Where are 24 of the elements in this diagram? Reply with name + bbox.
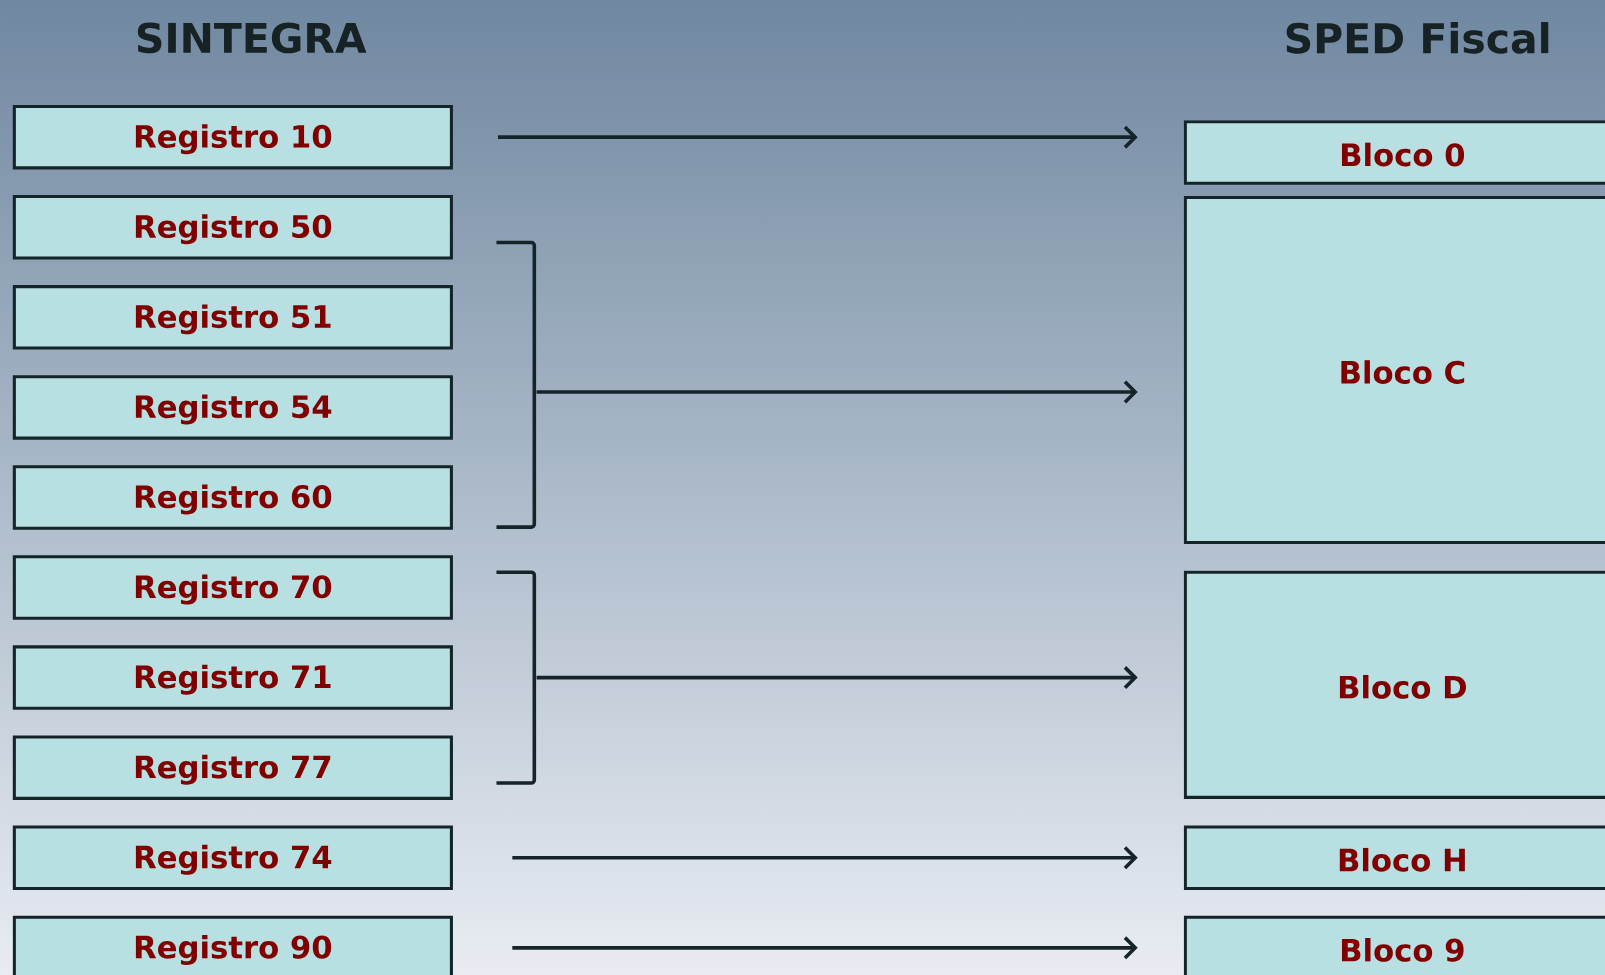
record-box: Registro 54 [12,374,453,440]
record-box: Registro 60 [12,465,453,530]
arrow [536,380,1138,404]
arrow [498,125,1138,149]
bracket [496,570,537,785]
arrow [512,846,1138,870]
record-box: Bloco D [1183,570,1605,799]
record-box: Registro 51 [12,284,453,350]
heading: SPED Fiscal [1286,21,1549,54]
record-box: Registro 77 [12,735,453,800]
record-box: Registro 71 [12,645,453,710]
bracket [496,240,537,529]
record-box: Bloco H [1183,825,1605,890]
arrow [536,665,1138,689]
record-box: Registro 10 [12,104,453,170]
record-box: Registro 90 [12,915,453,975]
record-box: Bloco 0 [1183,120,1605,185]
record-box: Registro 50 [12,194,453,260]
record-box: Bloco C [1183,195,1605,544]
heading: SINTEGRA [137,22,367,54]
record-box: Registro 74 [12,825,453,890]
record-box: Registro 70 [12,555,453,620]
arrow [512,936,1138,960]
record-box: Bloco 9 [1183,915,1605,975]
